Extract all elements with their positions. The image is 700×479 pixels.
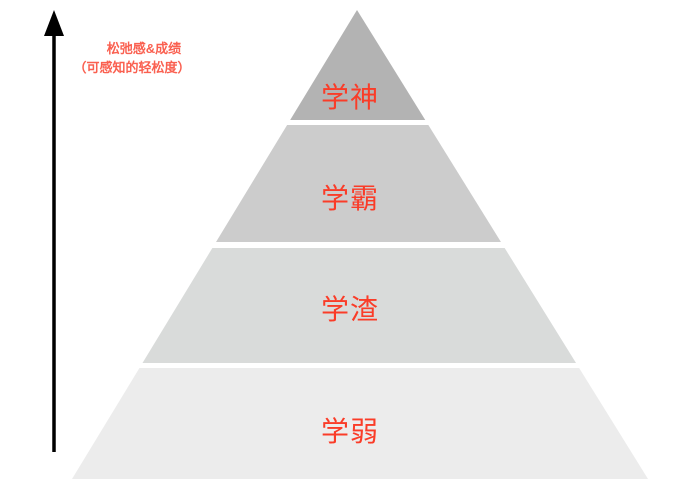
pyramid-tier-4-shape[interactable] xyxy=(72,368,648,479)
axis-caption-line-1: 松弛感&成绩 xyxy=(106,41,182,56)
pyramid-tier-4-label: 学弱 xyxy=(320,416,379,447)
pyramid-tiers xyxy=(72,10,648,479)
axis-caption-line-2: （可感知的轻松度） xyxy=(73,59,191,75)
pyramid-tier-3-shape[interactable] xyxy=(142,248,577,363)
axis-caption: 松弛感&成绩 （可感知的轻松度） xyxy=(52,40,212,78)
pyramid-tier-1-shape[interactable] xyxy=(290,10,426,120)
axis-arrowhead xyxy=(44,10,64,36)
pyramid-tier-1-label: 学神 xyxy=(320,82,379,113)
pyramid-tier-2-label: 学霸 xyxy=(320,183,379,214)
vertical-growth-axis xyxy=(44,10,64,452)
pyramid-tier-2-shape[interactable] xyxy=(216,125,501,242)
pyramid-tier-3-label: 学渣 xyxy=(320,294,379,325)
